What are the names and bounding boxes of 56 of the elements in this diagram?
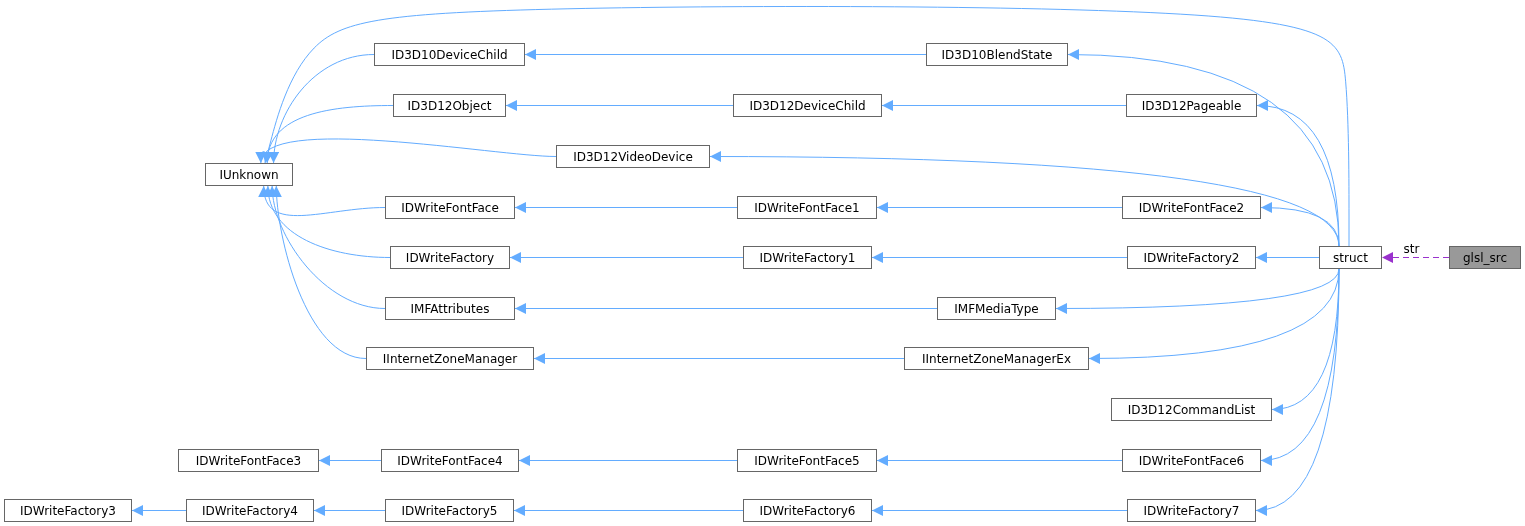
inheritance-arrow: [876, 455, 1123, 466]
class-box: IDWriteFontFace3: [178, 449, 319, 472]
inheritance-arrow: [871, 252, 1128, 263]
class-box: ID3D12VideoDevice: [556, 145, 710, 168]
inheritance-arrow: [881, 100, 1127, 111]
inheritance-arrow: [268, 54, 375, 164]
inheritance-arrow: [524, 49, 927, 60]
inheritance-arrow: [262, 6, 1350, 247]
inheritance-arrow: [1260, 202, 1340, 247]
class-box: struct: [1319, 246, 1382, 269]
class-box: IDWriteFontFace1: [737, 196, 877, 219]
inheritance-arrow: [514, 303, 938, 314]
inheritance-arrow: [518, 455, 738, 466]
inheritance-arrow: [871, 505, 1128, 516]
class-box: IInternetZoneManagerEx: [904, 347, 1089, 370]
class-box: IDWriteFactory4: [186, 499, 314, 522]
class-box: IDWriteFactory1: [743, 246, 872, 269]
class-box: IUnknown: [205, 163, 293, 186]
class-box: glsl_src: [1449, 246, 1521, 269]
inheritance-arrow: [259, 185, 386, 216]
class-box: IDWriteFactory5: [385, 499, 514, 522]
class-box: IDWriteFactory: [390, 246, 510, 269]
inheritance-arrow: [513, 505, 744, 516]
class-box: ID3D12Object: [393, 94, 506, 117]
class-box: IDWriteFontFace: [385, 196, 515, 219]
inheritance-arrow: [263, 185, 391, 258]
inheritance-arrow: [533, 353, 905, 364]
inheritance-arrow: [514, 202, 738, 213]
inheritance-arrow: [1255, 252, 1320, 263]
inheritance-arrow: [318, 455, 382, 466]
class-box: ID3D12DeviceChild: [733, 94, 882, 117]
inheritance-arrow: [131, 505, 187, 516]
inheritance-arrow: [1381, 252, 1450, 263]
class-box: IMFMediaType: [937, 297, 1056, 320]
class-box: ID3D12CommandList: [1111, 398, 1272, 421]
class-box: ID3D12Pageable: [1126, 94, 1257, 117]
class-box: IDWriteFactory3: [4, 499, 132, 522]
class-box: ID3D10DeviceChild: [374, 43, 525, 66]
inheritance-arrow: [267, 185, 386, 309]
class-box: IInternetZoneManager: [366, 347, 534, 370]
class-box: IDWriteFontFace2: [1122, 196, 1261, 219]
inheritance-arrow: [1255, 268, 1340, 515]
class-box: IDWriteFontFace4: [381, 449, 519, 472]
class-box: IDWriteFactory6: [743, 499, 872, 522]
class-box: IDWriteFontFace6: [1122, 449, 1261, 472]
inheritance-arrow: [271, 185, 367, 359]
class-box: IDWriteFactory7: [1127, 499, 1256, 522]
inheritance-arrow: [505, 100, 734, 111]
class-box: IDWriteFactory2: [1127, 246, 1256, 269]
class-box: IMFAttributes: [385, 297, 515, 320]
inheritance-arrow: [876, 202, 1123, 213]
inheritance-arrow: [313, 505, 386, 516]
class-box: ID3D10BlendState: [926, 43, 1068, 66]
edge-label: str: [1401, 241, 1422, 256]
inheritance-arrow: [509, 252, 744, 263]
class-box: IDWriteFontFace5: [737, 449, 877, 472]
